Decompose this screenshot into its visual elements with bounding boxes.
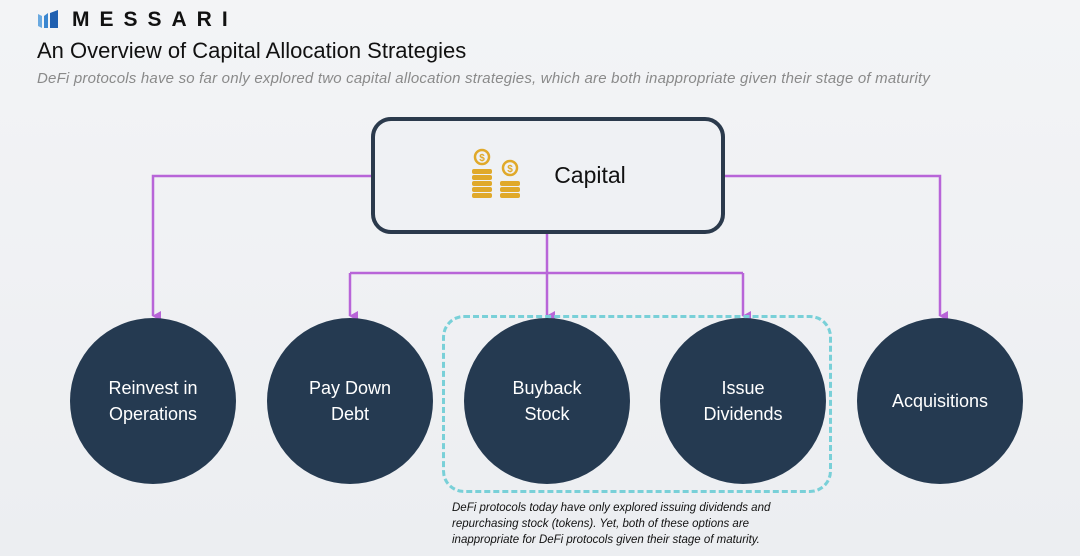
messari-logo: MESSARI	[38, 8, 238, 32]
node-label-line1: Reinvest in	[108, 378, 198, 398]
node-acquisitions: Acquisitions	[857, 318, 1023, 484]
node-label-line1: Buyback	[512, 378, 582, 398]
svg-text:$: $	[479, 153, 485, 164]
page-subtitle: DeFi protocols have so far only explored…	[37, 70, 931, 87]
node-label-line1: Pay Down	[308, 378, 392, 398]
connector-acquisitions	[721, 174, 948, 321]
capital-label: Capital	[554, 162, 626, 188]
coins-icon: $$	[472, 148, 521, 198]
node-label-line2: Stock	[524, 404, 570, 424]
note-line3: inappropriate for DeFi protocols given t…	[452, 534, 760, 546]
node-label: Acquisitions	[891, 391, 989, 411]
node-label-line2: Operations	[108, 404, 198, 424]
node-reinvest-in-operations: Reinvest in Operations	[70, 318, 236, 484]
page-title: An Overview of Capital Allocation Strate…	[37, 38, 467, 63]
highlight-box	[442, 315, 832, 493]
note-line1: DeFi protocols today have only explored …	[452, 502, 771, 514]
connector-reinvest	[151, 174, 371, 321]
capital-node: $$ Capital	[371, 117, 725, 234]
node-label-line2: Debt	[330, 404, 369, 424]
brand-name: MESSARI	[72, 8, 238, 31]
node-label-line1: Issue	[721, 378, 765, 398]
svg-text:$: $	[507, 164, 513, 175]
messari-logo-mark-icon	[38, 10, 58, 28]
node-label-line2: Dividends	[703, 404, 783, 424]
annotation-note: DeFi protocols today have only explored …	[452, 500, 852, 548]
note-line2: repurchasing stock (tokens). Yet, both o…	[452, 518, 750, 530]
